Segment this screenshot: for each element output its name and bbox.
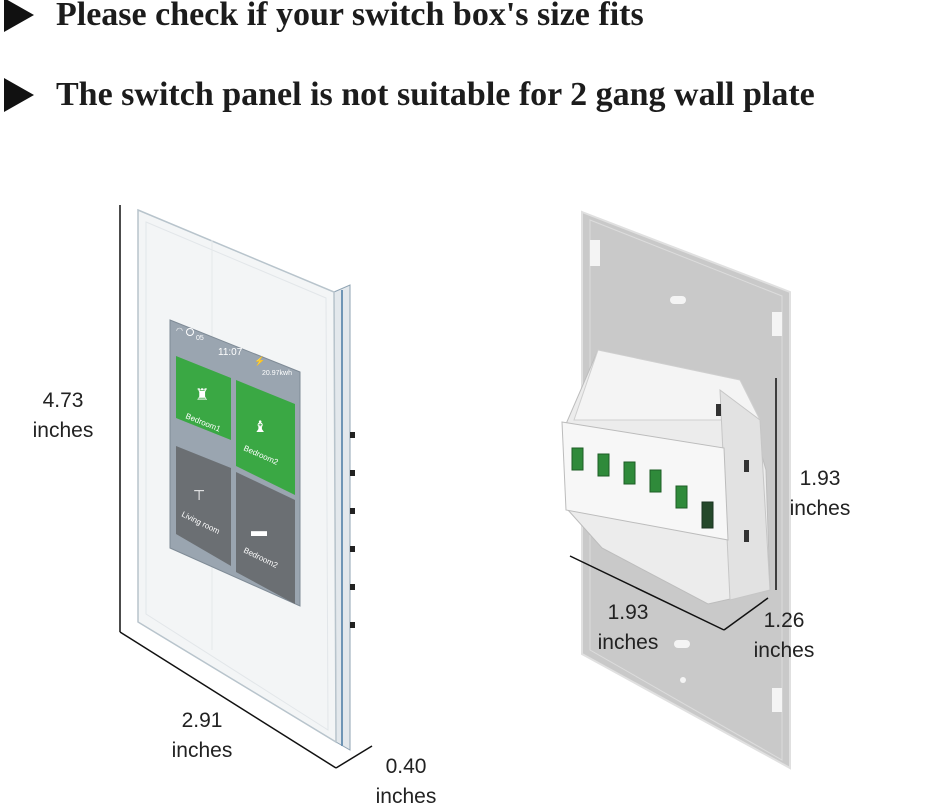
wifi-icon: ◠	[176, 326, 183, 335]
tile-living-room	[176, 446, 231, 566]
wire-terminals	[571, 447, 714, 529]
dim-box-height: 1.93 inches	[782, 464, 858, 524]
dim-value: 0.40	[385, 755, 427, 778]
dim-unit: inches	[789, 497, 851, 520]
tile-bedroom1	[176, 356, 231, 440]
front-panel: ◠ 05 11:07 ⚡ 20.97kwh ♜ ♝ ⊤ ▬ Bedroom1 B…	[119, 205, 373, 769]
headline-not-suitable: The switch panel is not suitable for 2 g…	[4, 76, 815, 114]
dim-width: 2.91 inches	[162, 706, 242, 766]
headline-size-check: Please check if your switch box's size f…	[4, 0, 644, 34]
dim-unit: inches	[171, 739, 233, 762]
mount-slot	[670, 296, 686, 304]
dim-value: 1.26	[763, 609, 805, 632]
dim-unit: inches	[375, 785, 437, 808]
mount-slot	[674, 640, 690, 648]
side-clips	[350, 432, 355, 628]
headline-text: Please check if your switch box's size f…	[56, 0, 644, 33]
energy-bolt-icon: ⚡	[254, 355, 265, 367]
bullet-triangle-icon	[4, 0, 34, 32]
dim-unit: inches	[597, 631, 659, 654]
dim-box-depth: 1.26 inches	[746, 606, 822, 666]
clock-icon	[186, 328, 194, 336]
dim-depth: 0.40 inches	[368, 752, 444, 812]
dim-value: 2.91	[181, 709, 223, 732]
ceiling-light-icon: ⊤	[193, 487, 205, 503]
screen-tiles: ♜ ♝ ⊤ ▬ Bedroom1 Bedroom2 Living room Be…	[176, 356, 295, 604]
headline-text: The switch panel is not suitable for 2 g…	[56, 76, 815, 113]
back-view	[561, 210, 791, 770]
tile-bedroom2-b	[236, 472, 295, 604]
dim-unit: inches	[753, 639, 815, 662]
screen-time: 11:07	[218, 347, 243, 358]
dim-box-width: 1.93 inches	[590, 598, 666, 658]
dim-unit: inches	[32, 419, 94, 442]
tile-bedroom2	[236, 380, 295, 495]
dim-value: 1.93	[799, 467, 841, 490]
energy-reading: 20.97kwh	[262, 370, 292, 377]
desk-lamp-icon: ♝	[253, 419, 267, 436]
lamp-icon: ♜	[195, 387, 209, 404]
bullet-triangle-icon	[4, 78, 34, 112]
dim-value: 4.73	[42, 389, 84, 412]
screen-status-bar: ◠ 05 11:07 ⚡ 20.97kwh	[176, 326, 292, 377]
dim-value: 1.93	[607, 601, 649, 624]
status-code: 05	[196, 335, 204, 342]
dim-height: 4.73 inches	[28, 386, 98, 446]
bed-icon: ▬	[251, 523, 267, 540]
